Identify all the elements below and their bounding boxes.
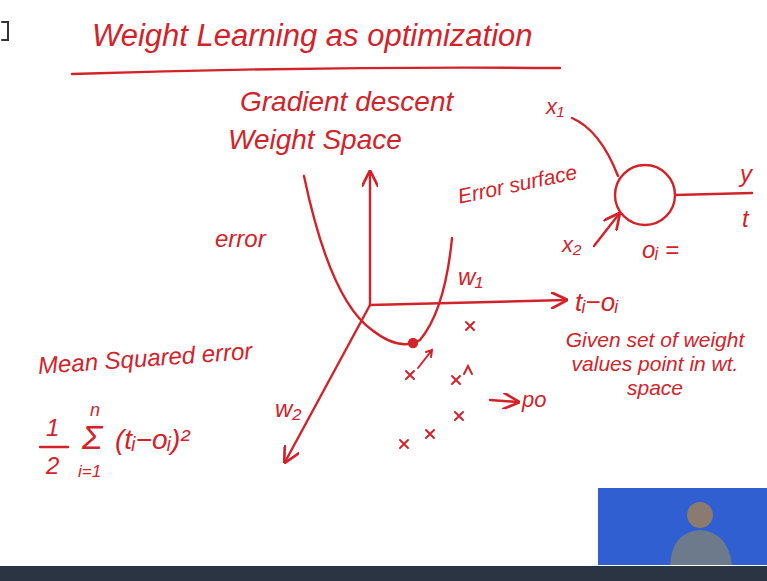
error-term: tᵢ−oᵢ	[575, 288, 618, 318]
point-arrow	[490, 400, 518, 402]
slide-title: Weight Learning as optimization	[92, 18, 533, 54]
input-line	[594, 214, 619, 246]
axis-label: Weight Space	[228, 124, 402, 156]
formula-part: 1	[46, 414, 59, 442]
output-label: y	[740, 160, 752, 188]
formula-part: 2	[46, 452, 59, 480]
taskbar	[0, 566, 767, 581]
minimum-dot	[409, 339, 417, 347]
side-note: Given set of weight values point in wt. …	[555, 328, 755, 400]
corner-bracket	[2, 22, 8, 40]
weight-points	[400, 322, 474, 448]
output-equation: oᵢ =	[642, 236, 679, 264]
axis-label: error	[215, 225, 266, 253]
input-label: x₁	[546, 94, 564, 119]
w1-axis	[370, 300, 566, 305]
axis-label: w₂	[275, 395, 301, 423]
formula-part: Σ	[82, 418, 102, 457]
formula-part: (tᵢ−oᵢ)²	[115, 424, 190, 456]
input-line	[572, 118, 618, 176]
curve-label: Error surface	[455, 160, 579, 209]
heading-label: Gradient descent	[240, 86, 453, 118]
error-axis	[369, 172, 371, 305]
target-label: t	[742, 205, 749, 233]
w2-axis	[285, 305, 370, 462]
output-line	[675, 193, 752, 195]
axis-label: w₁	[458, 263, 483, 291]
presenter-video	[598, 488, 767, 565]
presenter-body	[670, 530, 732, 565]
formula-part: i=1	[78, 462, 101, 482]
input-label: x₂	[562, 232, 581, 257]
side-note: po	[522, 387, 546, 412]
title-underline	[72, 68, 560, 74]
error-parabola	[304, 176, 452, 344]
formula-heading: Mean Squared error	[37, 337, 253, 380]
neuron	[615, 165, 675, 225]
fraction-bar	[40, 446, 68, 448]
presenter-head	[687, 502, 713, 528]
formula-part: n	[90, 400, 100, 421]
